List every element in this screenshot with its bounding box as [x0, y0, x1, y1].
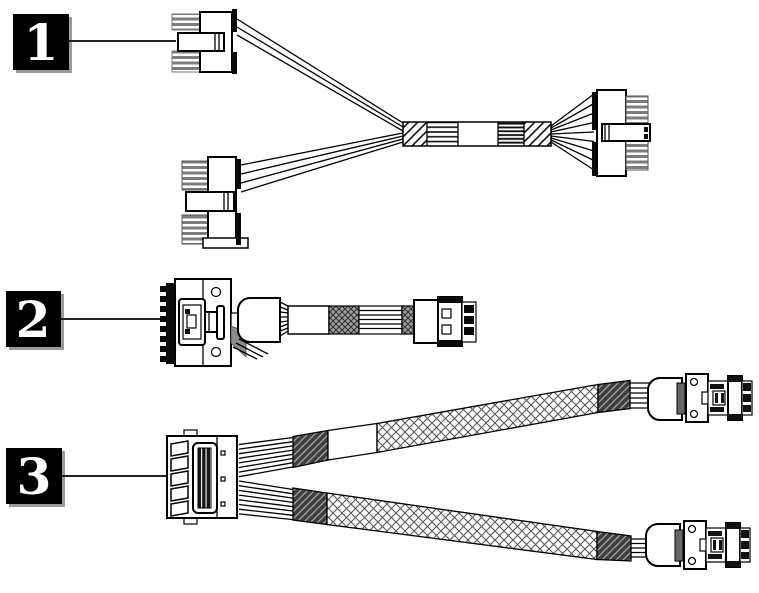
callout-2-label: 2	[16, 290, 51, 349]
cable-assembly-1	[171, 9, 651, 249]
cable2-braid-block	[401, 305, 415, 335]
callout-1-label: 1	[24, 13, 59, 72]
fins	[181, 160, 209, 191]
cable3-lower-right-connector	[674, 520, 751, 570]
cable3-upper-right-connector	[676, 373, 753, 423]
cable-assembly-2	[160, 278, 477, 367]
wire-fan	[238, 436, 294, 478]
callout-2-badge: 2	[6, 290, 168, 350]
screw-hole	[210, 286, 222, 298]
fins	[171, 13, 201, 31]
callout-3-box	[6, 448, 62, 504]
latch-tab	[601, 123, 651, 142]
boot	[647, 377, 683, 421]
cable3-lower-branch	[238, 480, 751, 570]
latch-tab	[185, 191, 235, 212]
cable2-right-connector	[413, 296, 477, 347]
cable1-right-connector	[592, 89, 651, 177]
cable3-left-connector	[166, 429, 238, 525]
wire-segment	[630, 382, 650, 409]
callout-1-badge: 1	[13, 13, 176, 73]
braid-end-wrap	[596, 530, 632, 562]
latch-tab	[177, 32, 225, 52]
cable2-braid-block	[328, 305, 360, 335]
wire-fan	[238, 480, 294, 521]
braid-end-wrap	[292, 487, 328, 526]
cable2-sleeve	[287, 305, 330, 335]
cable1-left-bottom-connector	[181, 156, 249, 249]
cable2-loose-wires	[232, 338, 269, 360]
callout-1-box	[13, 14, 69, 70]
cable2-crimp	[279, 301, 289, 337]
fins	[171, 50, 201, 73]
cable2-wire-section	[358, 305, 403, 335]
braid-end-wrap	[597, 379, 631, 414]
cable2-left-connector	[160, 278, 241, 367]
cable-assembly-3	[166, 373, 753, 570]
callout-2-box	[6, 291, 61, 347]
cable1-left-top-connector	[171, 9, 237, 74]
edge-contacts	[197, 447, 212, 509]
cable3-upper-branch	[238, 373, 753, 478]
screw-hole	[210, 346, 222, 358]
cable1-wires-left	[236, 18, 404, 193]
boot	[645, 523, 681, 567]
callout-3-label: 3	[17, 447, 52, 506]
fins	[625, 139, 649, 171]
cable2-boot	[237, 297, 281, 343]
cable1-center-sleeve	[402, 121, 552, 147]
callout-3-badge: 3	[6, 447, 170, 507]
cable1-wires-right	[550, 93, 595, 171]
